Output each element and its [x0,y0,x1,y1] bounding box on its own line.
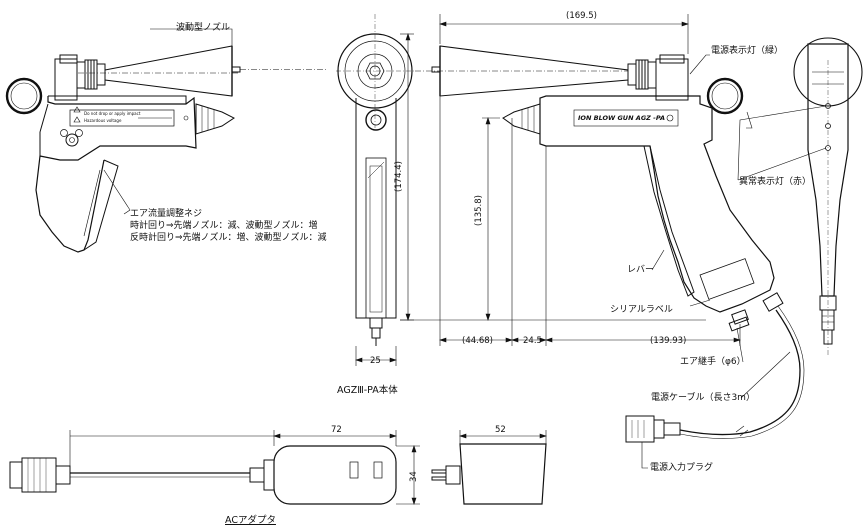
label-air-joint: エア継手（φ6） [680,357,746,367]
dimension-lines [69,14,741,505]
label-power-plug: 電源入力プラグ [650,463,714,473]
caption-main-body: AGZⅢ-PA本体 [337,385,398,396]
dim-height: (174.4) [394,161,404,192]
label-air-flow-screw: エア流量調整ネジ [130,209,203,219]
dim-mid-offset: 24.5 [523,336,542,346]
ac-adapter-drawing [9,443,547,505]
dim-front-width: 25 [370,356,381,366]
warning-text-2: Hazardous voltage [84,118,122,123]
rear-view [793,37,863,356]
dim-adapter-length: 72 [331,425,342,435]
label-air-flow-clockwise: 時計回り⇒先端ノズル：減、波動型ノズル：増 [130,221,318,231]
dim-overall-length: (169.5) [566,11,597,21]
dim-inner-height: (135.8) [474,195,484,226]
left-side-view [5,45,328,253]
label-wave-nozzle: 波動型ノズル [176,23,231,33]
warning-text-1: Do not drop or apply impact [84,111,141,116]
brand-print: ION BLOW GUN AGZ -PA [578,114,666,122]
label-serial-label: シリアルラベル [610,305,673,315]
dim-adapter-height: 34 [409,471,419,482]
dim-adapter-width: 52 [495,425,506,435]
label-air-flow-counterclockwise: 反時計回り⇒先端ノズル：増、波動型ノズル：減 [130,233,327,243]
right-side-view [415,45,805,443]
label-power-cable: 電源ケーブル（長さ3m） [651,393,755,403]
label-power-lamp: 電源表示灯（緑） [711,46,784,56]
leader-lines [103,28,827,469]
label-error-lamp: 異常表示灯（赤） [739,177,812,187]
caption-ac-adapter: ACアダプタ [225,515,276,526]
label-lever: レバー [627,265,655,275]
dim-right-offset: (139.93) [650,336,687,346]
dim-left-offset: (44.68) [462,336,493,346]
front-view [336,14,414,346]
